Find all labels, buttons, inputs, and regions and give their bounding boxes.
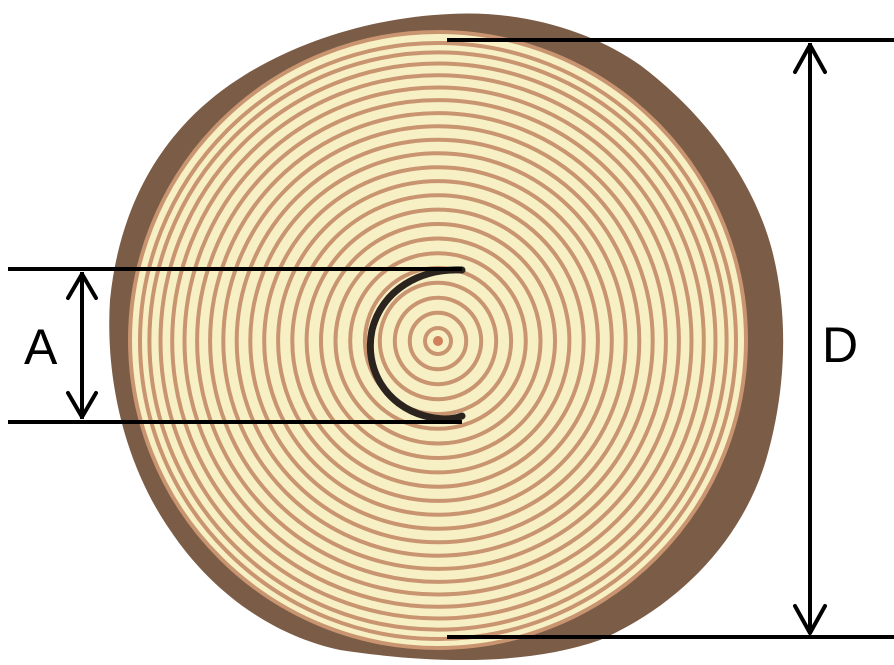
dimension-d-label: D bbox=[822, 317, 858, 373]
pith-dot bbox=[433, 336, 443, 346]
dimension-a-label: A bbox=[24, 319, 58, 375]
